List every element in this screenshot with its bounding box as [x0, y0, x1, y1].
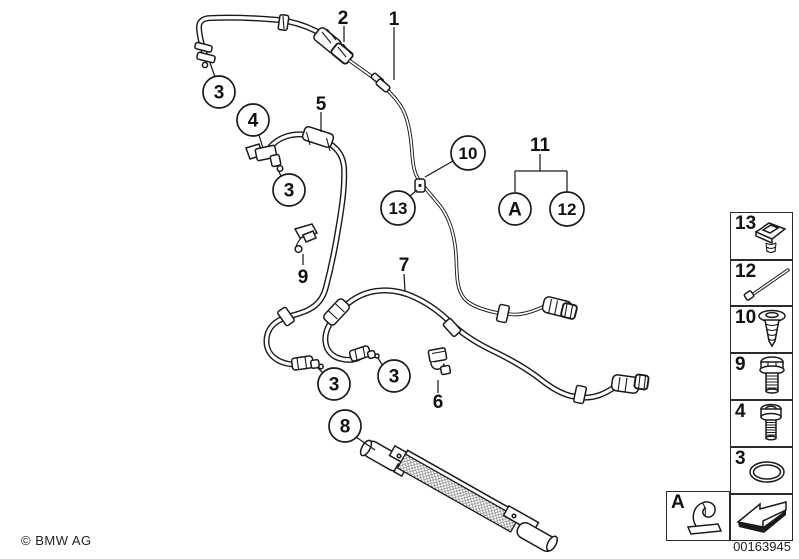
- hose-clamp: [277, 13, 290, 32]
- hose-coupling: [323, 298, 350, 326]
- legend-item-12[interactable]: 12: [730, 260, 793, 306]
- callout-3-mid[interactable]: 3: [272, 173, 306, 207]
- hose-coupling: [301, 125, 335, 152]
- tube-1-line: [348, 59, 578, 324]
- quick-coupling-2: [313, 27, 354, 65]
- legend-label: 10: [735, 307, 757, 328]
- legend-item-10[interactable]: 10: [730, 306, 793, 353]
- cable-tie-icon: [743, 268, 790, 301]
- callout-4[interactable]: 4: [236, 103, 270, 137]
- legend-label: 4: [735, 401, 746, 422]
- label-1: 1: [389, 9, 400, 30]
- legend-item-a[interactable]: A: [666, 491, 730, 541]
- tapping-screw-icon: [758, 309, 786, 348]
- svg-text:13: 13: [389, 199, 408, 218]
- svg-text:4: 4: [248, 111, 259, 132]
- legend-item-9[interactable]: 9: [730, 353, 793, 400]
- direction-arrow-box: [730, 494, 793, 541]
- hose-5-end-fitting: [290, 355, 324, 371]
- hose-7-branch-fitting: [348, 345, 380, 362]
- leader-lines: [209, 26, 568, 451]
- hose-2-end-fitting: [194, 41, 216, 69]
- expanding-nut-icon: [754, 222, 787, 254]
- hose-clamp: [495, 303, 511, 324]
- holder-clip-icon: [686, 501, 723, 535]
- label-9: 9: [298, 267, 309, 288]
- svg-text:3: 3: [284, 181, 295, 202]
- legend-label: 13: [735, 213, 757, 234]
- callout-8[interactable]: 8: [328, 409, 362, 443]
- label-6: 6: [433, 392, 444, 413]
- svg-text:A: A: [508, 200, 522, 221]
- svg-text:12: 12: [558, 200, 577, 219]
- legend-item-13[interactable]: 13: [730, 212, 793, 260]
- tube-mount-clip: [414, 178, 426, 193]
- hose-2-line: [194, 13, 354, 69]
- o-ring-icon: [749, 461, 785, 483]
- bmw-copyright-watermark: © BMW AG: [21, 533, 92, 548]
- callout-3-left[interactable]: 3: [317, 367, 351, 401]
- legend-label: A: [671, 492, 685, 513]
- hose-7-end-coupling: [610, 373, 650, 394]
- callout-10[interactable]: 10: [450, 135, 486, 171]
- legend-label: 3: [735, 448, 746, 469]
- svg-text:3: 3: [389, 367, 400, 388]
- hose-clamp: [572, 384, 588, 405]
- hose-5-line: [245, 125, 348, 371]
- svg-text:3: 3: [214, 83, 225, 104]
- svg-text:8: 8: [340, 417, 351, 438]
- legend-label: 9: [735, 354, 746, 375]
- svg-text:10: 10: [459, 144, 478, 163]
- flange-fitting-4: [245, 143, 284, 173]
- callout-3-right[interactable]: 3: [377, 359, 411, 393]
- hose-clamp: [442, 317, 462, 338]
- callout-12[interactable]: 12: [549, 191, 585, 227]
- svg-text:3: 3: [329, 375, 340, 396]
- socket-head-screw-icon: [760, 403, 782, 441]
- label-2: 2: [338, 8, 349, 29]
- oil-cooler-8: [359, 439, 559, 553]
- callout-3-top[interactable]: 3: [202, 75, 236, 109]
- label-5: 5: [316, 94, 327, 115]
- label-7: 7: [399, 255, 410, 276]
- legend-item-4[interactable]: 4: [730, 400, 793, 447]
- tube-1-end-coupling: [541, 296, 578, 320]
- hose-clamp: [277, 306, 295, 327]
- tube-1-top-fitting: [370, 72, 391, 93]
- legend-item-3[interactable]: 3: [730, 447, 793, 494]
- direction-arrow-icon: [736, 501, 787, 533]
- legend-label: 12: [735, 261, 757, 282]
- bracket-9: [293, 223, 319, 254]
- hose-7-line: [322, 287, 650, 405]
- diagram-part-number: 00163945: [733, 539, 791, 554]
- callout-13[interactable]: 13: [380, 190, 416, 226]
- clip-6: [427, 347, 452, 376]
- label-11: 11: [530, 135, 551, 156]
- hex-bolt-icon: [759, 356, 785, 394]
- callout-a[interactable]: A: [498, 192, 532, 226]
